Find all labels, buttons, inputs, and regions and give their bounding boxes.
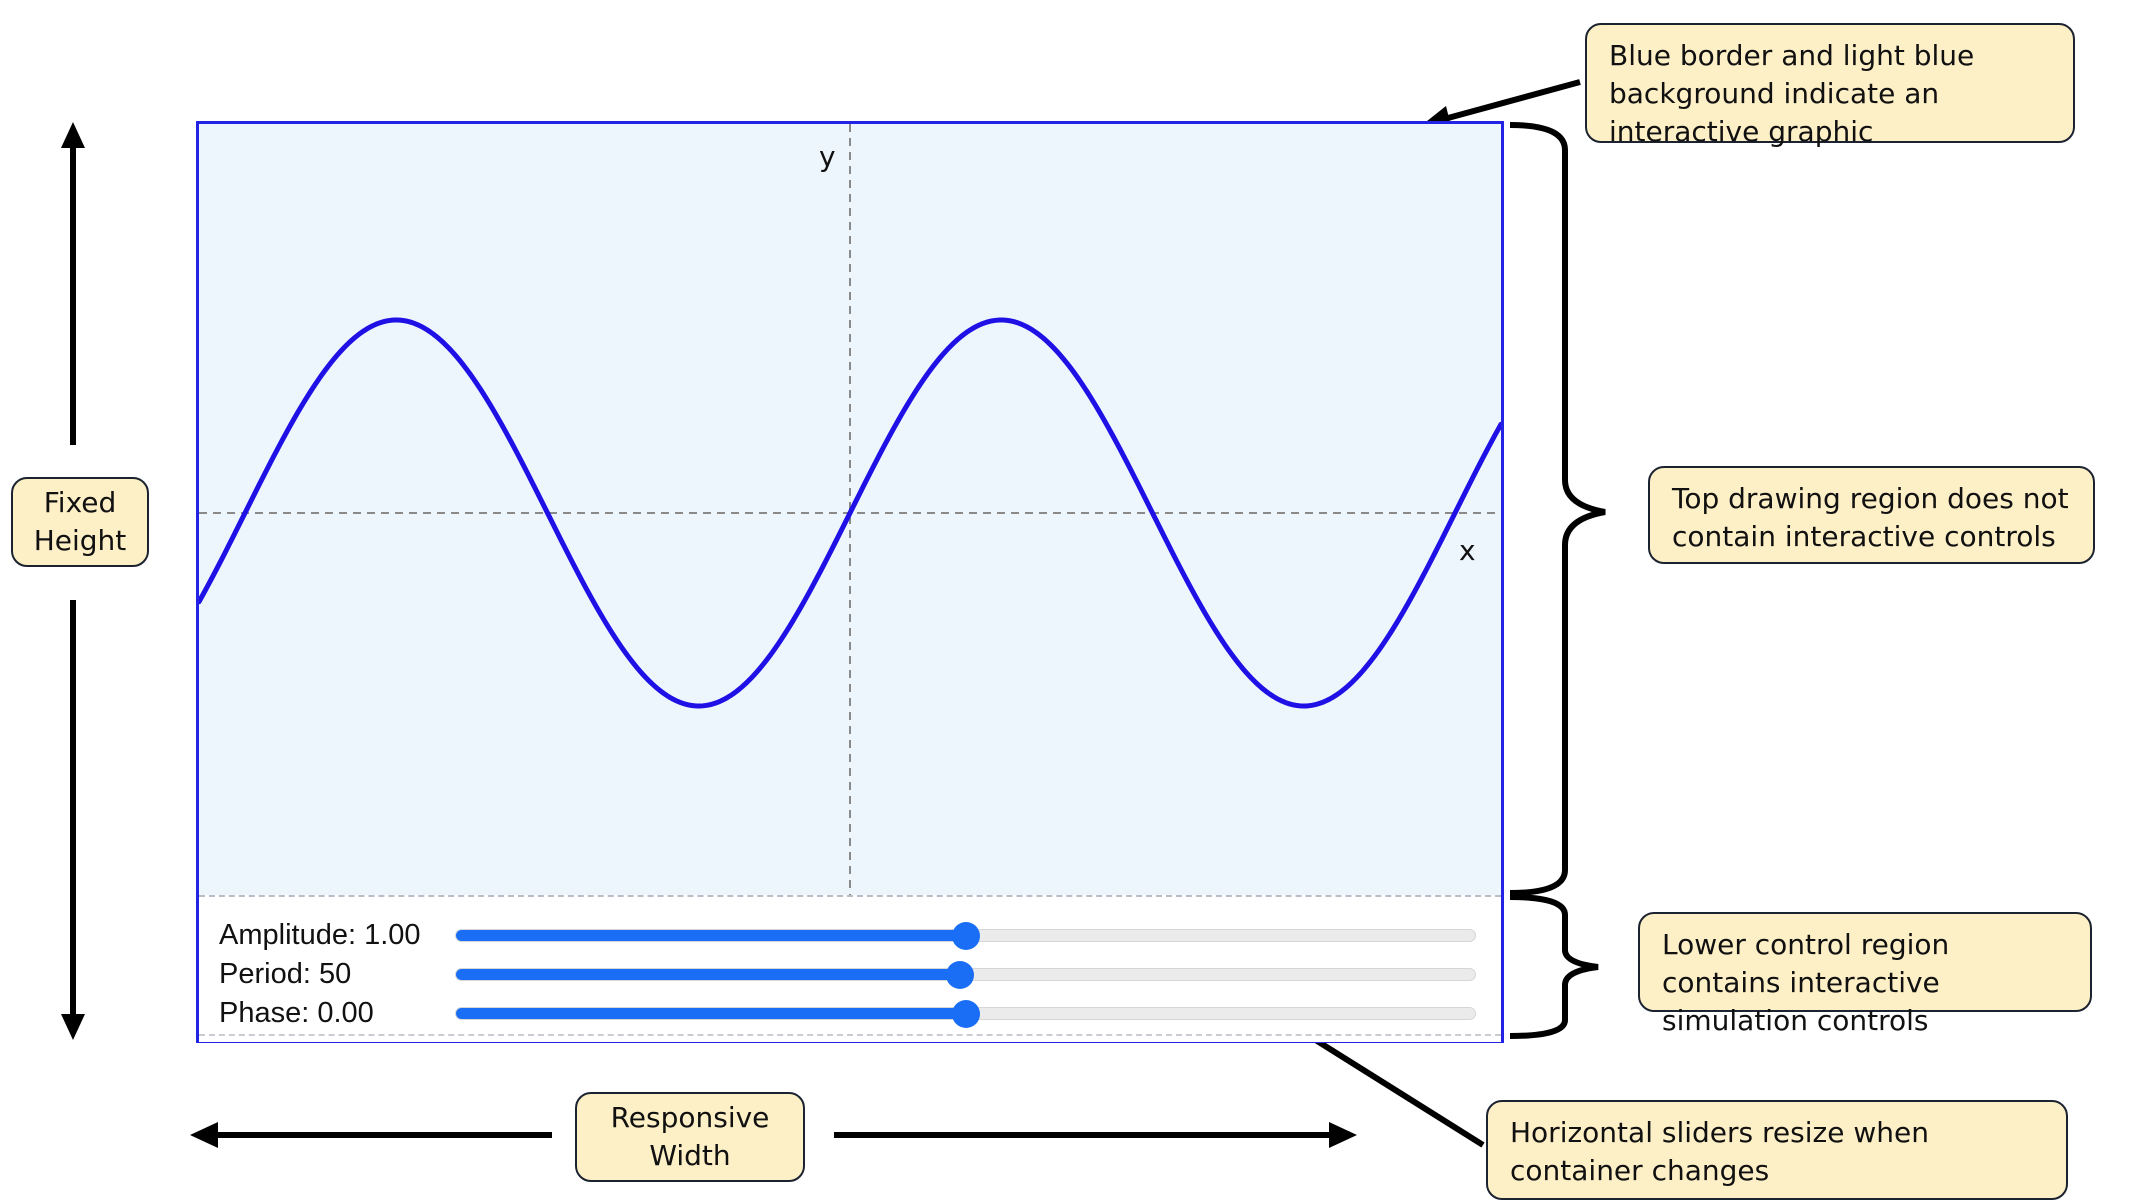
fixed-height-arrow (61, 122, 85, 1040)
amplitude-control: Amplitude: 1.00 (219, 916, 1489, 954)
fixed-height-callout: Fixed Height (11, 477, 149, 567)
responsive-width-arrow (190, 1122, 1357, 1148)
period-slider[interactable] (455, 961, 1476, 989)
phase-control: Phase: 0.00 (219, 994, 1489, 1032)
drawing-region-callout: Top drawing region does not contain inte… (1648, 466, 2095, 564)
period-slider-thumb[interactable] (946, 961, 975, 989)
phase-label: Phase: 0.00 (219, 997, 374, 1029)
amplitude-slider[interactable] (455, 922, 1476, 950)
control-region: Amplitude: 1.00 Period: 50 Phase: 0.00 (199, 895, 1501, 1042)
x-axis-label: x (1459, 534, 1476, 567)
interactive-simulation: y x Amplitude: 1.00 Period: 50 (196, 121, 1504, 1043)
phase-slider[interactable] (455, 1000, 1476, 1028)
drawing-region: y x (199, 124, 1501, 895)
period-slider-fill (456, 969, 961, 980)
interactive-border-callout-text: Blue border and light blue background in… (1609, 39, 1975, 148)
interactive-border-callout: Blue border and light blue background in… (1585, 23, 2075, 148)
phase-slider-thumb[interactable] (951, 1000, 980, 1028)
control-region-bottom-divider (199, 1034, 1501, 1036)
responsive-width-callout-text: Responsive Width (610, 1101, 770, 1172)
fixed-height-callout-text: Fixed Height (33, 486, 127, 557)
control-region-callout: Lower control region contains interactiv… (1638, 912, 2092, 1037)
sine-wave-plot: y x (199, 124, 1501, 895)
amplitude-label: Amplitude: 1.00 (219, 919, 421, 951)
control-region-brace (1509, 894, 1599, 1039)
period-label: Period: 50 (219, 958, 352, 990)
drawing-region-callout-text: Top drawing region does not contain inte… (1672, 482, 2069, 553)
drawing-region-brace (1509, 122, 1606, 896)
sine-wave (199, 317, 1501, 709)
amplitude-slider-thumb[interactable] (951, 922, 980, 950)
sliders-callout-text: Horizontal sliders resize when container… (1510, 1116, 1929, 1187)
period-control: Period: 50 (219, 955, 1489, 993)
amplitude-slider-fill (456, 930, 966, 941)
phase-slider-fill (456, 1008, 966, 1019)
sliders-callout: Horizontal sliders resize when container… (1486, 1100, 2068, 1200)
y-axis-label: y (819, 140, 836, 173)
control-region-callout-text: Lower control region contains interactiv… (1662, 928, 1950, 1037)
responsive-width-callout: Responsive Width (575, 1092, 805, 1182)
